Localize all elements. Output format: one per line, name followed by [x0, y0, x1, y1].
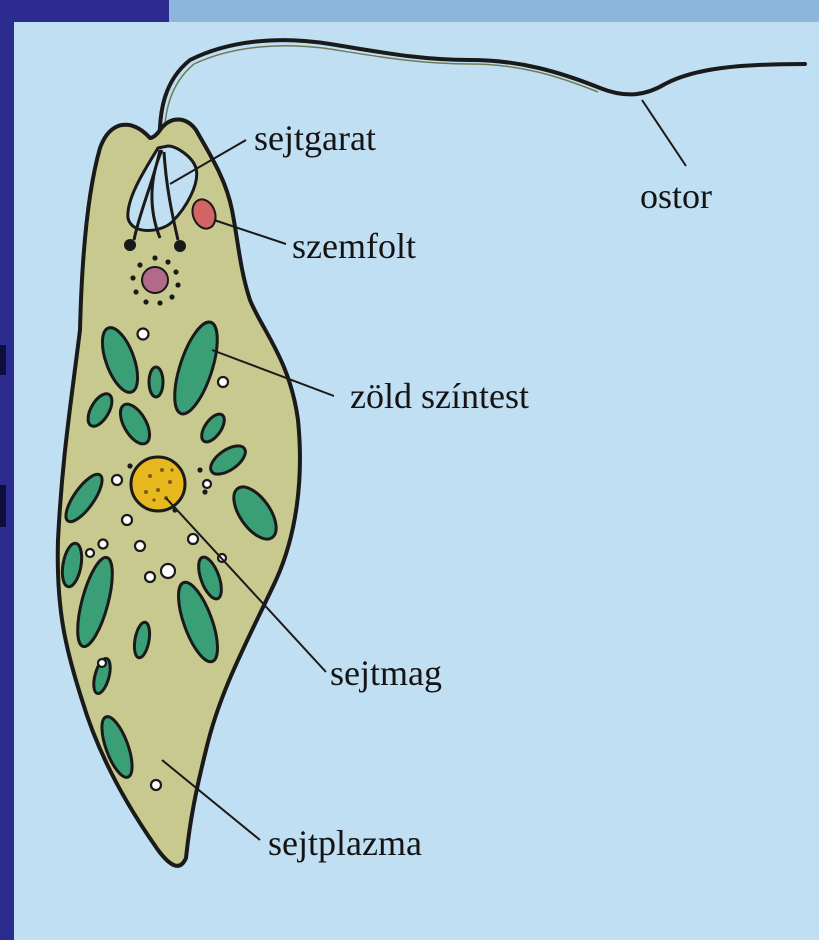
label-sejtmag: sejtmag — [330, 653, 442, 693]
basal-body-right — [174, 240, 186, 252]
flagellum-inner — [164, 46, 598, 152]
label-szemfolt: szemfolt — [292, 226, 416, 266]
basal-body-left — [124, 239, 136, 251]
label-sejtgarat: sejtgarat — [254, 118, 376, 158]
nucleus — [131, 457, 185, 511]
contractile-vacuole — [142, 267, 168, 293]
label-zold-szintest: zöld színtest — [350, 376, 529, 416]
chloroplast — [149, 367, 163, 397]
leader-line-ostor — [642, 100, 686, 166]
label-sejtplazma: sejtplazma — [268, 823, 422, 863]
label-ostor: ostor — [640, 176, 712, 216]
